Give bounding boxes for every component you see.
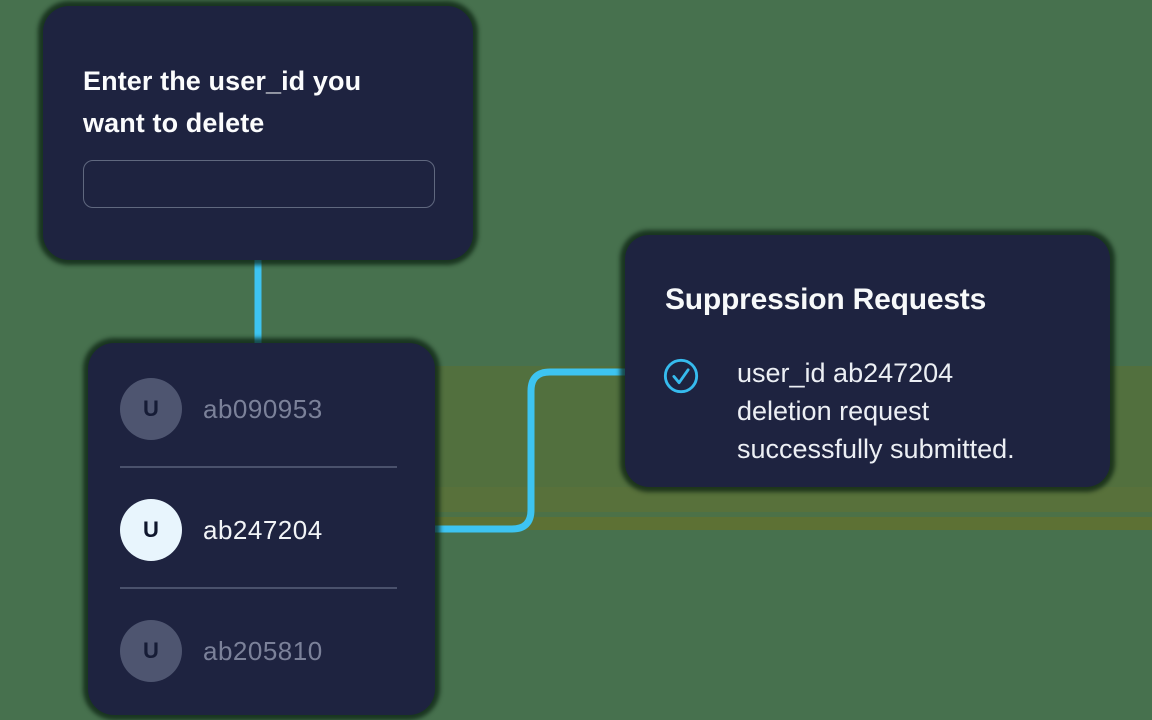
avatar-letter: U bbox=[143, 638, 159, 663]
result-message: user_id ab247204 deletion request succes… bbox=[737, 354, 1082, 468]
result-message-line2: deletion request bbox=[737, 396, 930, 426]
input-card: Enter the user_id you want to delete bbox=[43, 6, 473, 260]
user-list-card: U ab090953 U ab247204 U ab205810 bbox=[88, 343, 435, 715]
input-card-title-line1: Enter the user_id you bbox=[83, 66, 362, 96]
user-id-input[interactable] bbox=[83, 160, 435, 208]
result-message-line1: user_id ab247204 bbox=[737, 358, 954, 388]
check-circle-icon bbox=[663, 358, 699, 394]
user-avatar: U bbox=[120, 499, 182, 561]
result-message-line3: successfully submitted. bbox=[737, 434, 1015, 464]
user-list-item-selected[interactable]: U ab247204 bbox=[88, 499, 435, 561]
user-avatar: U bbox=[120, 378, 182, 440]
user-id-label: ab205810 bbox=[203, 635, 323, 666]
result-card-title: Suppression Requests bbox=[665, 283, 987, 316]
background-stripe bbox=[425, 512, 1152, 517]
row-divider bbox=[120, 587, 397, 589]
user-avatar: U bbox=[120, 620, 182, 682]
suppression-requests-card: Suppression Requests user_id ab247204 de… bbox=[625, 235, 1110, 487]
background-stripe bbox=[425, 517, 1152, 530]
user-list-item[interactable]: U ab205810 bbox=[88, 620, 435, 682]
background-stripe bbox=[425, 487, 1152, 512]
user-list-item[interactable]: U ab090953 bbox=[88, 378, 435, 440]
avatar-letter: U bbox=[143, 396, 159, 421]
input-card-title: Enter the user_id you want to delete bbox=[83, 60, 443, 144]
avatar-letter: U bbox=[143, 517, 159, 542]
user-id-label: ab090953 bbox=[203, 393, 323, 424]
input-card-title-line2: want to delete bbox=[83, 108, 265, 138]
user-id-label: ab247204 bbox=[203, 514, 323, 545]
row-divider bbox=[120, 466, 397, 468]
